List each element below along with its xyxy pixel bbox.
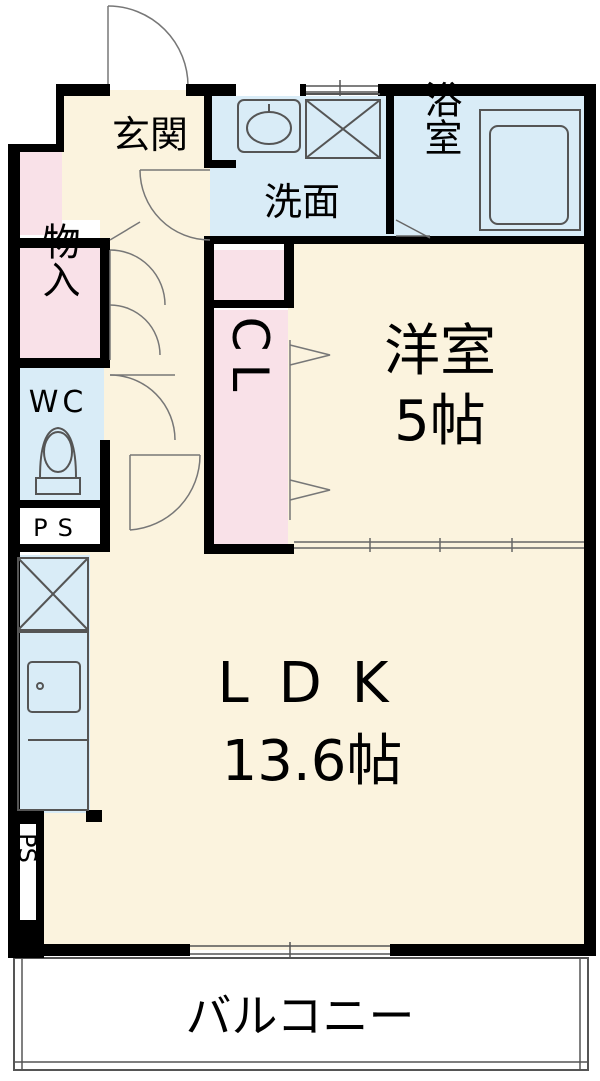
bathroom-door [395, 219, 431, 239]
wash-basin-icon [237, 99, 301, 153]
ps-label-top: PS [33, 514, 83, 542]
ldk-size: 13.6帖 [222, 729, 403, 794]
storage-label: 物入 [36, 222, 80, 298]
kitchen-sink-icon [17, 631, 89, 811]
ldk-label: LDK [217, 651, 418, 716]
ldk-window [190, 942, 390, 958]
walls [8, 84, 596, 958]
refrigerator-space-icon [17, 557, 89, 631]
bathroom-label: 浴室 [418, 80, 462, 156]
entrance-door-swing [107, 5, 189, 87]
western-room-size: 5帖 [394, 389, 486, 454]
balcony-label: バルコニー [185, 989, 414, 1043]
storage-door-swings [109, 249, 201, 531]
washing-machine-icon [305, 93, 381, 159]
washroom-door-swing [109, 169, 211, 241]
genkan-label: 玄関 [112, 113, 188, 157]
bathtub-icon [479, 109, 581, 231]
room-sliding-door [294, 538, 584, 552]
balcony-area [13, 957, 589, 1071]
closet-doors [289, 340, 331, 520]
washroom-label: 洗面 [264, 180, 340, 224]
western-room-label: 洋室 [384, 319, 496, 384]
washroom-window [306, 80, 378, 96]
wc-label: WC [29, 385, 88, 420]
ps-label-side: PS [13, 833, 41, 863]
closet-label: CL [221, 317, 279, 404]
toilet-icon [35, 426, 81, 495]
